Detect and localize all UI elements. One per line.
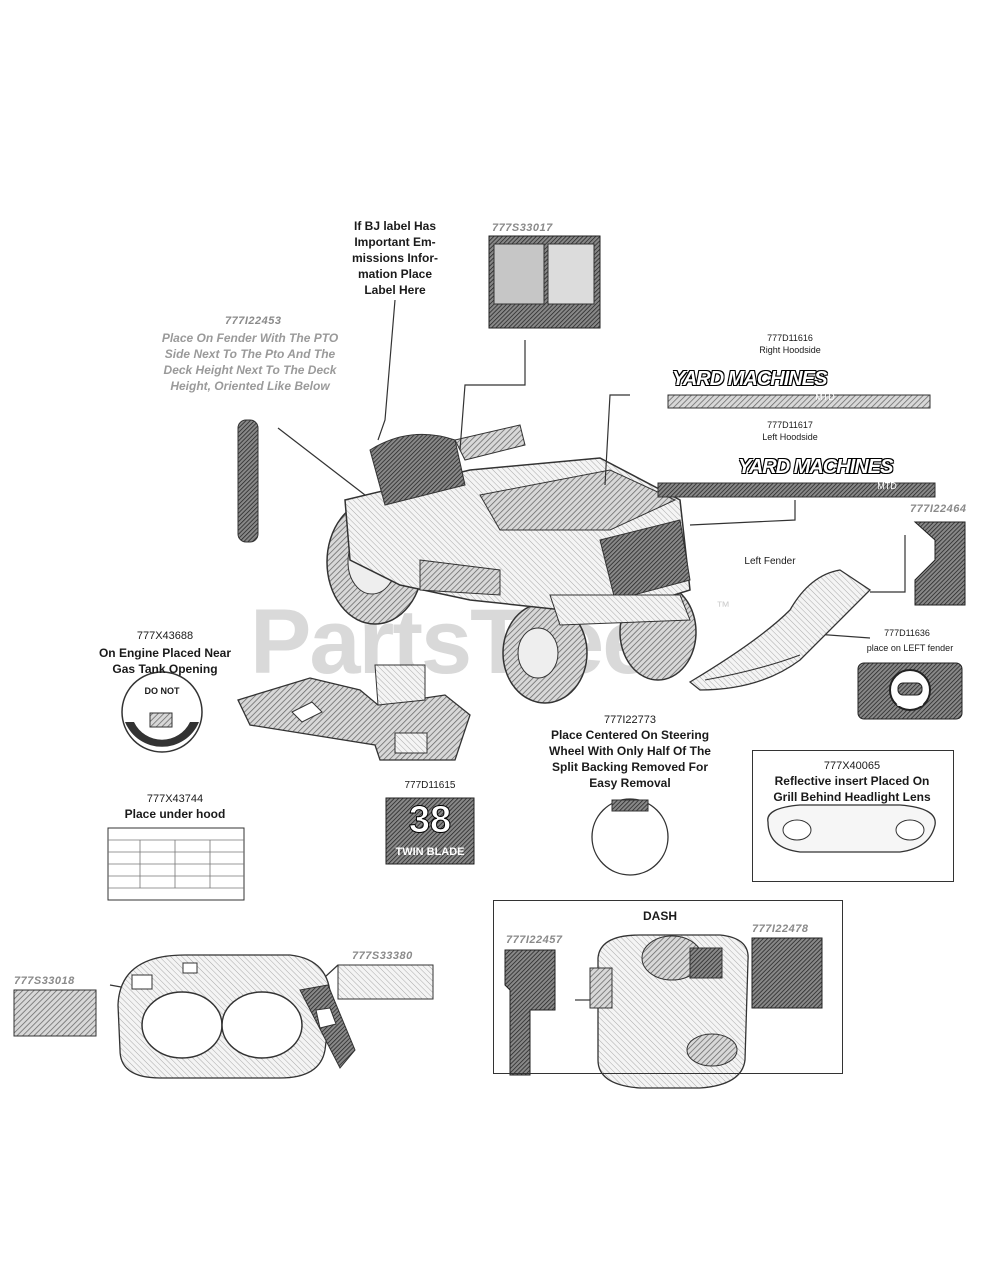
do-not-decal [121, 671, 203, 753]
reflective-insert [767, 804, 936, 853]
left-fender-illustration [688, 569, 872, 691]
part-777i22457: 777I22457 [506, 934, 563, 946]
yard-machines-logo-left: YARD MACHINES [738, 456, 893, 478]
left-fender-note: place on LEFT fender [866, 643, 954, 653]
reflective-insert-box [752, 750, 954, 882]
dash-title: DASH [642, 909, 677, 923]
engine-illustration [237, 677, 471, 761]
part-777s33380: 777S33380 [352, 950, 413, 962]
part-777d11617: 777D11617 [767, 420, 813, 430]
decal-777i22457 [504, 949, 556, 1076]
part-777d11615: 777D11615 [404, 780, 456, 791]
part-777s33017: 777S33017 [492, 222, 553, 234]
part-777s33018: 777S33018 [14, 975, 75, 987]
part-777i22464: 777I22464 [910, 503, 967, 515]
tractor-illustration [326, 424, 697, 704]
part-777i22478: 777I22478 [752, 923, 809, 935]
part-777d11636: 777D11636 [884, 628, 930, 638]
decal-777i22478 [751, 937, 823, 1009]
part-777d11616: 777D11616 [767, 333, 813, 343]
left-hoodside-label: Left Hoodside [762, 432, 818, 442]
watermark-trademark: ™ [716, 598, 730, 614]
twin-blade-label: TWIN BLADE [395, 846, 465, 858]
decal-777s33380 [337, 964, 434, 1000]
decal-777i22464 [913, 521, 966, 606]
left-hoodside-strip [657, 482, 936, 498]
part-777i22773: 777I22773 [604, 714, 656, 726]
twin-blade-decal [385, 797, 475, 865]
part-777x40065: 777X40065 [823, 760, 881, 772]
engine-note: On Engine Placed Near Gas Tank Opening [98, 646, 232, 676]
reflective-note: Reflective insert Placed On Grill Behind… [773, 774, 931, 804]
speed-label: SPEED [896, 699, 924, 708]
part-777x43688: 777X43688 [136, 630, 194, 642]
steering-decal [591, 798, 669, 876]
steering-note: Place Centered On Steering Wheel With On… [549, 728, 711, 790]
twin-blade-number: 38 [408, 799, 452, 841]
right-hoodside-label: Right Hoodside [759, 345, 821, 355]
mtd-logo-right: MTD [815, 392, 835, 402]
mtd-logo-left: MTD [877, 481, 897, 491]
part-777x43744: 777X43744 [146, 793, 204, 805]
yard-machines-logo-right: YARD MACHINES [672, 368, 827, 390]
bj-label-note: If BJ label Has Important Em- missions I… [351, 219, 438, 297]
decal-777s33018 [13, 989, 97, 1037]
dash-box [493, 900, 843, 1074]
right-hoodside-strip [667, 394, 931, 409]
pto-note: Place On Fender With The PTO Side Next T… [161, 331, 339, 393]
left-fender-label: Left Fender [744, 556, 796, 567]
do-not-label: DO NOT [144, 686, 180, 696]
part-777i22453: 777I22453 [225, 315, 282, 327]
under-hood-note: Place under hood [124, 807, 226, 821]
pto-decal [237, 419, 259, 543]
